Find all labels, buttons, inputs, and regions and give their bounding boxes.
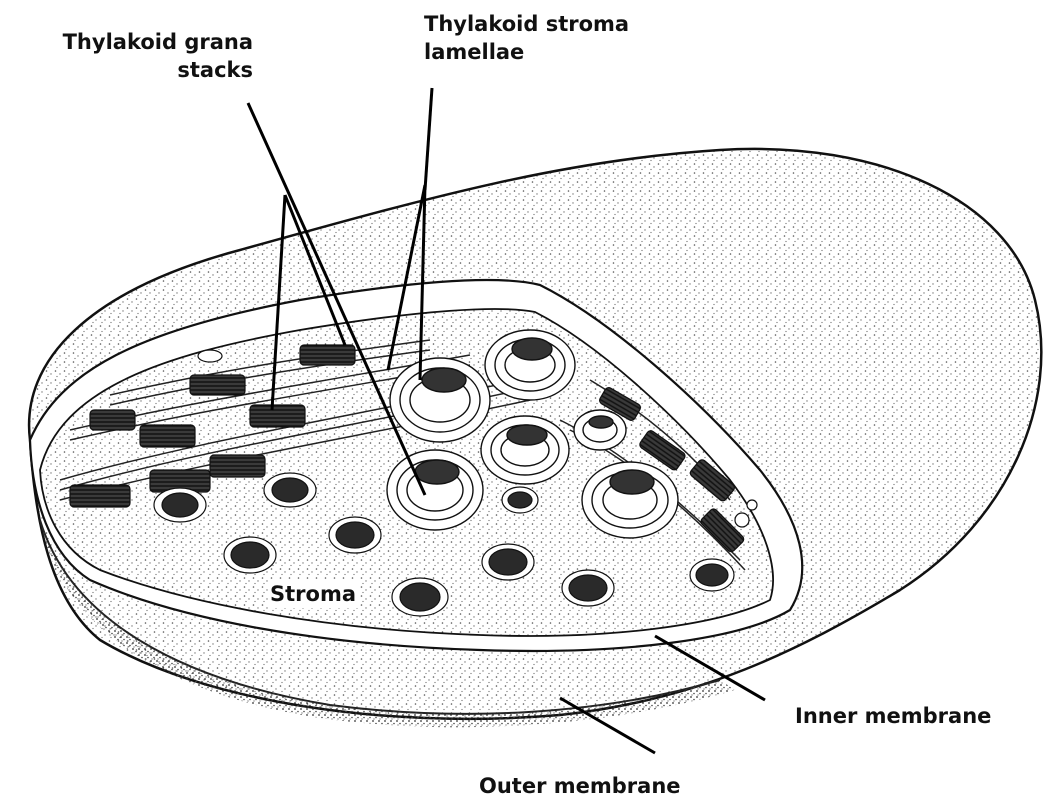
lamellae-leader-main — [425, 88, 432, 190]
label-thylakoid-grana-stacks: Thylakoid grana stacks — [25, 28, 253, 84]
label-thylakoid-stroma-lamellae: Thylakoid stroma lamellae — [424, 10, 629, 66]
label-stroma: Stroma — [268, 580, 358, 608]
label-lamellae-line2: lamellae — [424, 38, 629, 66]
label-inner-membrane: Inner membrane — [795, 702, 991, 730]
label-grana-line1: Thylakoid grana — [25, 28, 253, 56]
label-lamellae-line1: Thylakoid stroma — [424, 10, 629, 38]
label-grana-line2: stacks — [25, 56, 253, 84]
label-outer-membrane: Outer membrane — [479, 772, 681, 800]
